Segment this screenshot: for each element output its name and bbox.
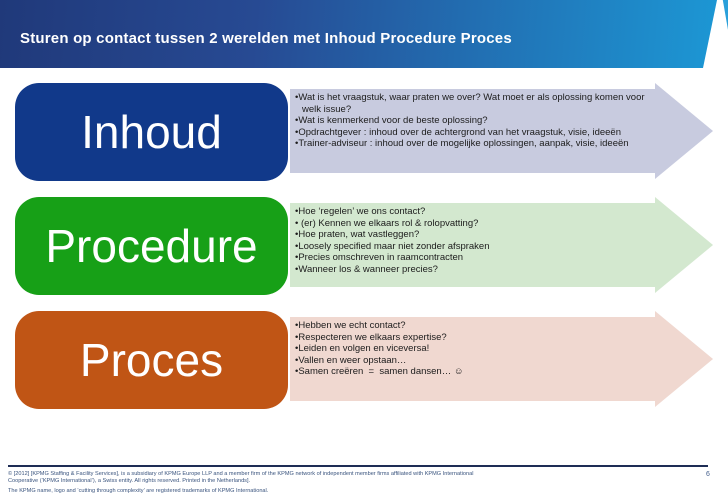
arrow-head-inhoud (655, 83, 713, 179)
label-inhoud: Inhoud (81, 106, 222, 158)
bullet-item: Respecteren we elkaars expertise? (295, 332, 651, 344)
arrow-head-proces (655, 311, 713, 407)
header-corner-triangle (722, 0, 728, 30)
bullet-item: Precies omschreven in raamcontracten (295, 252, 651, 264)
bullet-item: Hebben we echt contact? (295, 320, 651, 332)
page-number: 6 (706, 471, 710, 478)
bullet-item: Wanneer los & wanneer precies? (295, 264, 651, 276)
footer-trademark: The KPMG name, logo and ‘cutting through… (8, 488, 269, 494)
header-gradient-band (0, 0, 717, 68)
slide-title: Sturen op contact tussen 2 werelden met … (20, 30, 512, 47)
arrow-panel-procedure: Hoe ‘regelen’ we ons contact? (er) Kenne… (290, 203, 655, 287)
footer-copyright: © [2012] [KPMG Staffing & Facility Servi… (8, 471, 568, 485)
bullet-item: Wat is kenmerkend voor de beste oplossin… (295, 115, 651, 127)
bullet-item: Hoe praten, wat vastleggen? (295, 229, 651, 241)
footer-copyright-line1: © [2012] [KPMG Staffing & Facility Servi… (8, 471, 474, 477)
arrow-panel-proces: Hebben we echt contact? Respecteren we e… (290, 317, 655, 401)
bullet-item: Vallen en weer opstaan… (295, 355, 651, 367)
arrow-panel-inhoud: Wat is het vraagstuk, waar praten we ove… (290, 89, 655, 173)
footer-divider (8, 465, 708, 467)
slide-header: Sturen op contact tussen 2 werelden met … (0, 0, 728, 68)
bullet-item: Hoe ‘regelen’ we ons contact? (295, 206, 651, 218)
bullet-item: Wat is het vraagstuk, waar praten we ove… (295, 92, 651, 115)
bullet-item: Opdrachtgever : inhoud over de achtergro… (295, 127, 651, 139)
label-box-inhoud: Inhoud (15, 83, 288, 181)
bullet-item: (er) Kennen we elkaars rol & rolopvattin… (295, 218, 651, 230)
label-proces: Proces (79, 334, 224, 386)
label-box-proces: Proces (15, 311, 288, 409)
bullet-item: Leiden en volgen en viceversa! (295, 343, 651, 355)
arrow-head-procedure (655, 197, 713, 293)
bullet-item: Samen creëren = samen dansen… ☺ (295, 366, 651, 378)
label-procedure: Procedure (45, 220, 258, 272)
label-box-procedure: Procedure (15, 197, 288, 295)
footer-copyright-line2: Cooperative (‘KPMG International’), a Sw… (8, 478, 251, 485)
bullet-item: Trainer-adviseur : inhoud over de mogeli… (295, 138, 651, 150)
bullet-item: Loosely specified maar niet zonder afspr… (295, 241, 651, 253)
